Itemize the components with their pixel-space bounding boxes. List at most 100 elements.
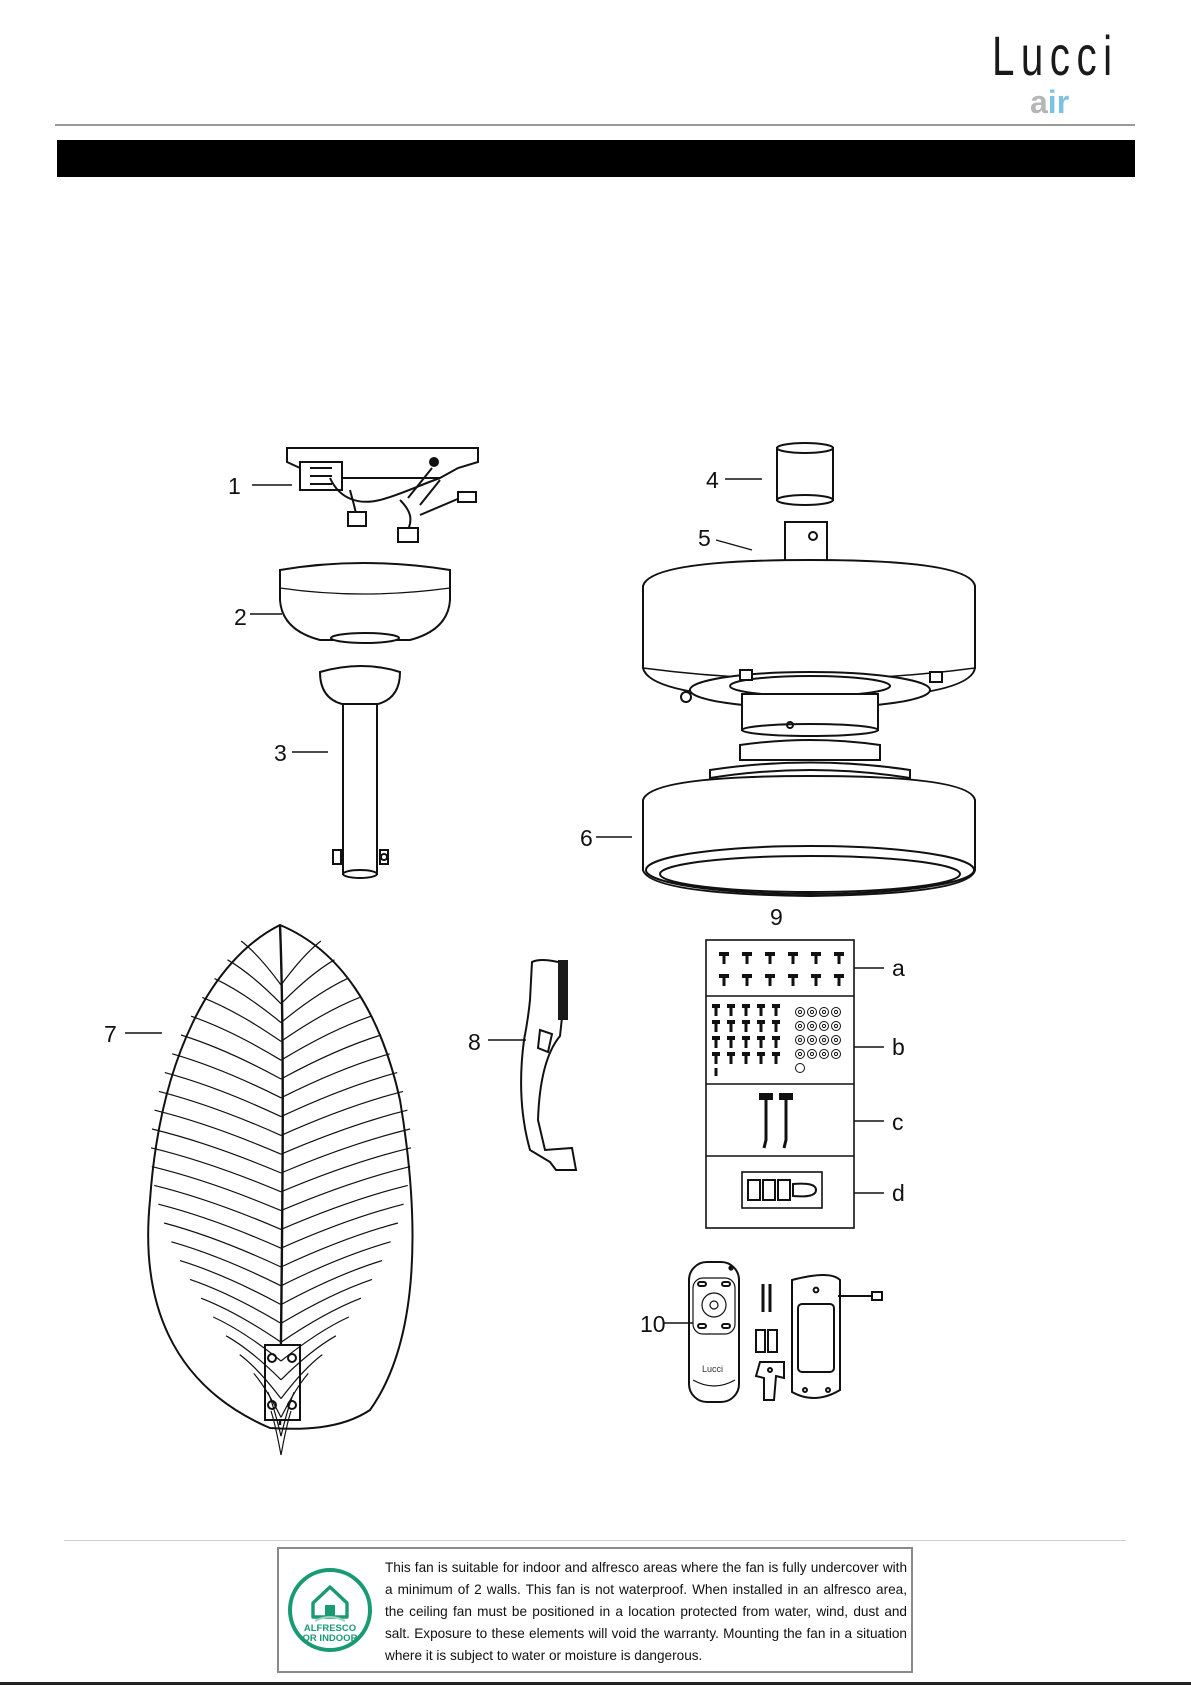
blade-rib-right: [280, 1278, 373, 1324]
footer-divider: [64, 1540, 1126, 1541]
blade-rib-left: [154, 1184, 282, 1230]
blade-rib-left: [154, 1109, 282, 1155]
bolt-head: [712, 1004, 720, 1008]
screw-head: [765, 974, 775, 978]
bolt-head: [712, 1052, 720, 1056]
washer-hole: [809, 1009, 815, 1015]
blade-rib-right: [280, 1053, 390, 1099]
blade-rib-left: [163, 1222, 282, 1268]
callout-3: 3: [274, 740, 287, 766]
blade-rib-right: [280, 1109, 408, 1155]
blade-rib-right: [280, 1203, 404, 1249]
blade-rib-left: [151, 1128, 282, 1174]
bolt-head: [742, 1020, 750, 1024]
screw-head: [742, 974, 752, 978]
blade-rib-left: [158, 1203, 282, 1249]
washer-hole: [797, 1051, 803, 1057]
alfresco-notice-text: This fan is suitable for indoor and alfr…: [385, 1560, 907, 1663]
washer: [831, 1035, 841, 1045]
washer: [807, 1007, 817, 1017]
remote-brand-label: Lucci: [702, 1364, 723, 1374]
blade-rib-left: [158, 1090, 282, 1136]
washer: [795, 1049, 805, 1059]
washer-hole: [797, 1037, 803, 1043]
part-2-canopy: [279, 562, 451, 644]
blade-rib-right: [280, 996, 360, 1042]
blade-rib-left: [164, 1072, 282, 1118]
bolt-head: [772, 1052, 780, 1056]
bolt-head: [772, 1036, 780, 1040]
screw-head: [719, 974, 729, 978]
blade-rib-left: [171, 1241, 282, 1287]
blade-rib-left: [240, 940, 282, 986]
washer: [819, 1007, 829, 1017]
screw-head: [765, 952, 775, 956]
bolt-head: [757, 1036, 765, 1040]
washer: [831, 1049, 841, 1059]
badge-line-2: OR INDOOR: [303, 1633, 358, 1644]
part-10-remote-control-set: [688, 1261, 883, 1403]
callout-a: a: [892, 955, 905, 981]
blade-rib-left: [253, 1373, 282, 1418]
washer-hole: [797, 1023, 803, 1029]
blade-rib-left: [202, 996, 282, 1042]
washer-hole: [833, 1051, 839, 1057]
bolt-head: [757, 1052, 765, 1056]
washer-hole: [833, 1023, 839, 1029]
blade-rib-left: [190, 1015, 282, 1061]
header-divider: [55, 124, 1135, 126]
alfresco-indoor-badge-icon: ALFRESCO OR INDOOR: [288, 1568, 372, 1652]
callout-4: 4: [706, 467, 719, 493]
bolt-head: [757, 1020, 765, 1024]
part-6-light-housing: [642, 739, 976, 898]
part-5-motor-housing: [642, 521, 976, 737]
part-7-blade: [147, 923, 414, 1456]
blade-rib-right: [280, 1297, 362, 1343]
washer-hole: [797, 1009, 803, 1015]
blade-rib-right: [280, 959, 335, 1005]
washer: [831, 1007, 841, 1017]
bolt-head: [712, 1020, 720, 1024]
blade-rib-right: [280, 1034, 382, 1080]
brand-logo-sub: air: [1030, 86, 1069, 118]
screw-head: [834, 974, 844, 978]
blade-rib-right: [280, 1166, 411, 1212]
bolt-head: [742, 1004, 750, 1008]
section-title-bar: [57, 140, 1135, 177]
washer-hole: [809, 1037, 815, 1043]
blade-rib-right: [280, 1373, 309, 1418]
screw-head: [811, 974, 821, 978]
house-icon: [311, 1585, 349, 1619]
parts-diagram: 1 2 3 4 5 6 7 8 9 10 a b c d Lucci: [104, 442, 976, 1456]
blade-rib-left: [150, 1147, 282, 1193]
screw-head: [788, 952, 798, 956]
blade-rib-right: [280, 1184, 408, 1230]
callout-8: 8: [468, 1029, 481, 1055]
blade-rib-right: [280, 1260, 383, 1306]
washer-hole: [809, 1051, 815, 1057]
washer: [819, 1035, 829, 1045]
callout-b: b: [892, 1034, 905, 1060]
washer-hole: [821, 1051, 827, 1057]
blade-rib-right: [280, 1072, 398, 1118]
bolt-head: [727, 1052, 735, 1056]
screw-head: [811, 952, 821, 956]
blade-rib-left: [214, 978, 282, 1024]
callout-5: 5: [698, 525, 711, 551]
blade-rib-right: [280, 1222, 399, 1268]
blade-rib-left: [172, 1053, 282, 1099]
washer: [795, 1021, 805, 1031]
washer-hole: [809, 1023, 815, 1029]
hardware-b-bolts-washers: [712, 1004, 841, 1076]
blade-rib-left: [270, 1410, 282, 1456]
washer-hole: [821, 1009, 827, 1015]
bolt-head: [742, 1036, 750, 1040]
logo-sub-part-a: a: [1030, 84, 1048, 120]
blade-rib-right: [280, 1316, 350, 1362]
bolt-head: [727, 1004, 735, 1008]
part-4-collar: [776, 442, 834, 506]
house-door-icon: [325, 1605, 335, 1617]
badge-line-1: ALFRESCO: [304, 1623, 356, 1634]
bolt-head: [772, 1020, 780, 1024]
blade-rib-left: [151, 1166, 282, 1212]
